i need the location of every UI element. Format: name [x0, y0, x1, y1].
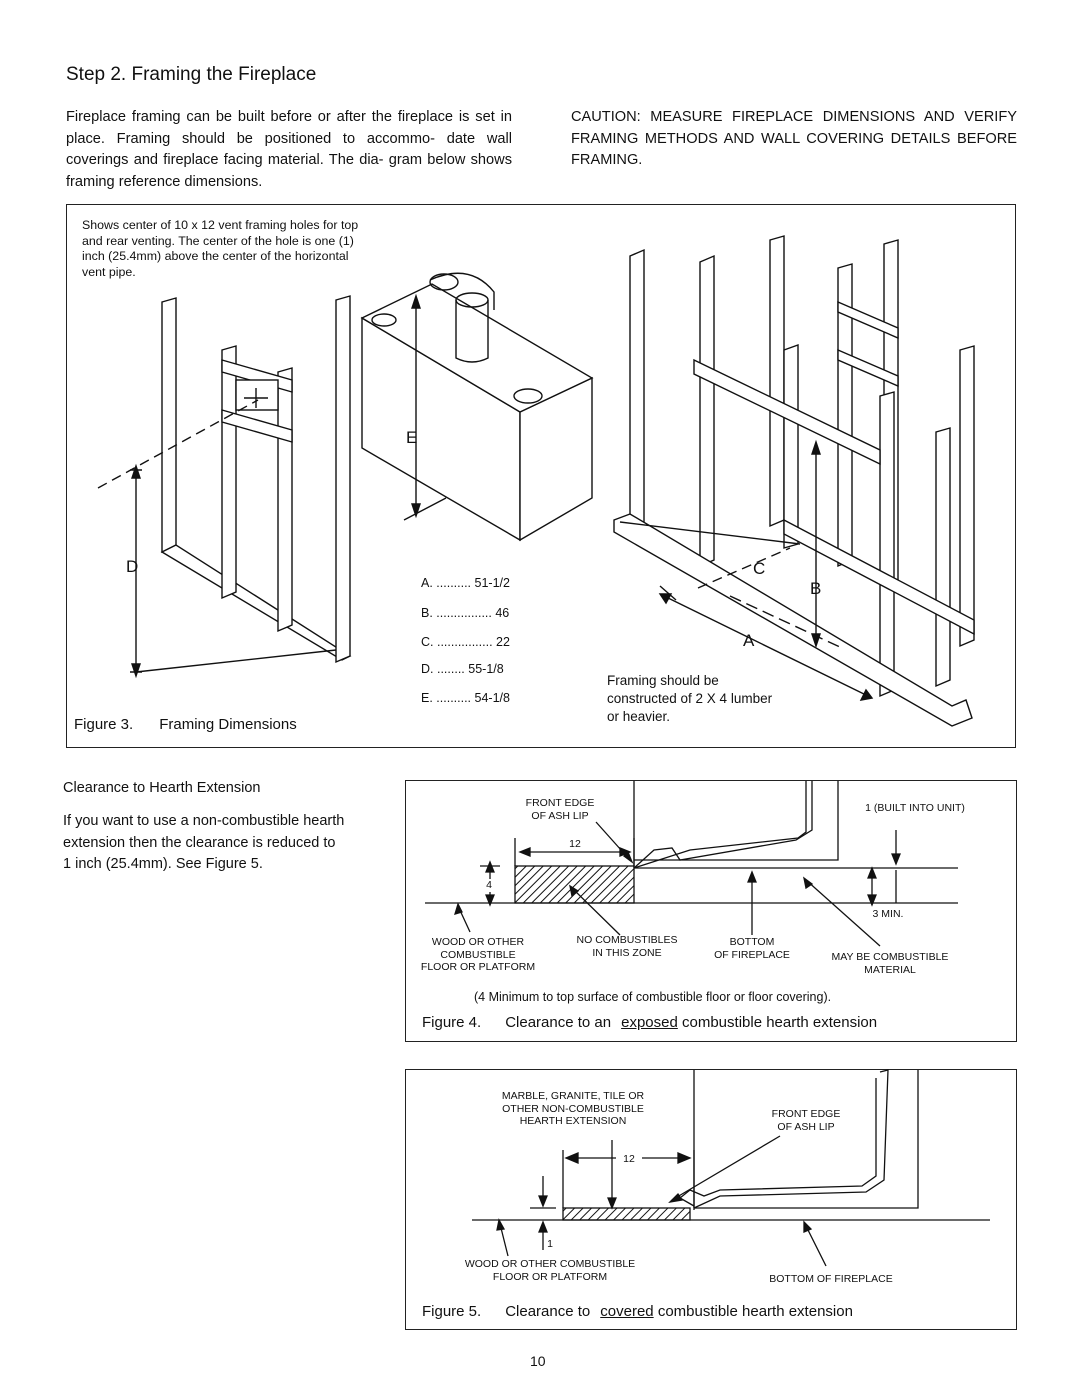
dimension-4-label: 4	[482, 879, 496, 892]
dimension-12-label: 12	[616, 1153, 642, 1166]
dimension-row: A. .......... 51-1/2	[421, 576, 510, 590]
dim-letter-e: E	[406, 428, 418, 447]
intro-paragraph: Fireplace framing can be built before or…	[66, 109, 512, 190]
figure-4-frame	[405, 780, 1017, 1042]
dimension-row: C. ................ 22	[421, 635, 510, 649]
figure-5-frame	[405, 1069, 1017, 1330]
framing-lumber-note: Framing should be constructed of 2 X 4 l…	[607, 673, 773, 724]
dimension-row: B. ................ 46	[421, 606, 510, 620]
min-3-label: 3 MIN.	[872, 908, 904, 920]
dimension-1-label: 1	[547, 1238, 553, 1250]
caution-paragraph: CAUTION: MEASURE FIREPLACE DIMENSIONS AN…	[571, 109, 1017, 168]
page-number: 10	[530, 1353, 546, 1369]
vent-framing-note: Shows center of 10 x 12 vent framing hol…	[82, 218, 359, 279]
dimension-12-label: 12	[562, 838, 588, 851]
bottom-of-fireplace-label: BOTTOM OF FIREPLACE	[769, 1273, 893, 1285]
figure-4-footnote: (4 Minimum to top surface of combustible…	[474, 990, 832, 1004]
dim-letter-c: C	[753, 559, 766, 578]
figure-3-frame	[66, 204, 1016, 748]
dimension-row: E. .......... 54-1/8	[421, 691, 510, 705]
dim-letter-d: D	[126, 557, 139, 576]
figure-3-caption: Figure 3.Framing Dimensions	[74, 716, 297, 733]
built-into-unit-label: 1 (BUILT INTO UNIT)	[865, 802, 965, 814]
dim-letter-a: A	[743, 631, 755, 650]
hearth-paragraph: If you want to use a non-combustible hea…	[63, 813, 345, 872]
hearth-heading: Clearance to Hearth Extension	[63, 780, 261, 796]
dim-letter-b: B	[810, 579, 822, 598]
page-title: Step 2. Framing the Fireplace	[66, 64, 317, 85]
dimension-row: D. ........ 55-1/8	[421, 662, 504, 676]
